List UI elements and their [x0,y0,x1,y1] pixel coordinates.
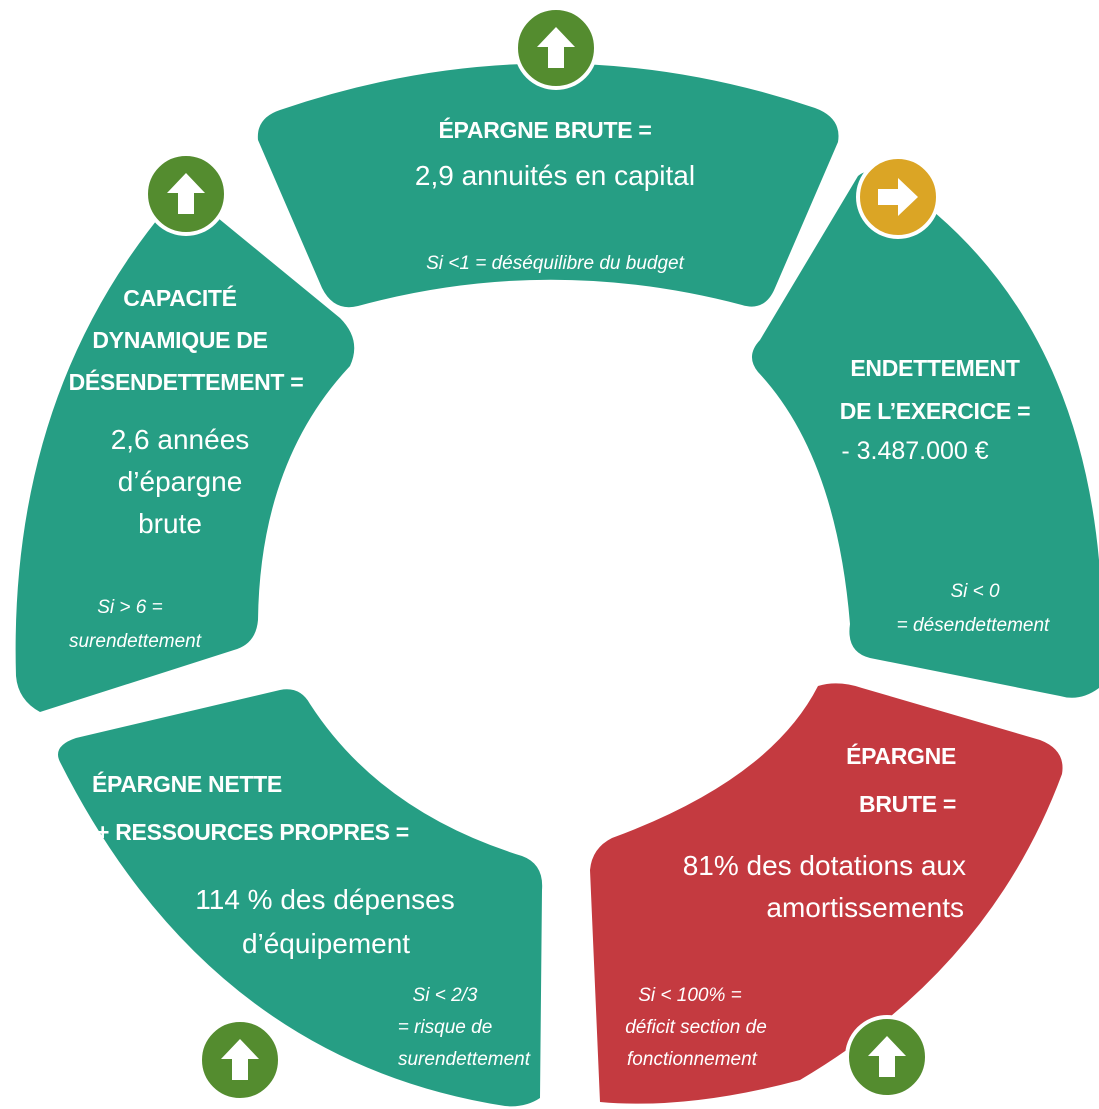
right-indicator-badge [856,155,940,239]
left-label-line1: CAPACITÉ [123,285,237,311]
bottom-left-note-line1: Si < 2/3 [412,985,478,1006]
bottom-left-note-line3: surendettement [397,1049,531,1070]
bottom-left-value-line2: d’équipement [241,928,411,959]
left-label-line2: DYNAMIQUE DE [92,327,268,353]
right-label-line1: ENDETTEMENT [850,355,1020,381]
left-label-line3: DÉSENDETTEMENT = [68,369,304,395]
segment-top [257,63,839,308]
bottom-right-note-line1: Si < 100% = [638,985,742,1006]
arrow-up-icon [167,173,205,214]
right-label-line2: DE L’EXERCICE = [839,398,1031,424]
bottom-right-indicator-badge [845,1015,929,1099]
bottom-left-value-line1: 114 % des dépenses [195,884,455,915]
segment-right [751,171,1099,698]
bottom-left-indicator-badge [198,1018,282,1102]
bottom-left-note-line2: = risque de [397,1017,493,1038]
bottom-left-label-line2: + RESSOURCES PROPRES = [96,819,409,845]
bottom-right-label-line2: BRUTE = [859,791,956,817]
segment-bottom-right [590,683,1063,1104]
top-value: 2,9 annuités en capital [414,160,696,191]
bottom-right-value-line1: 81% des dotations aux [682,850,966,881]
arrow-up-icon [537,27,575,68]
segment-bottom-left [58,689,543,1107]
left-value-line3: brute [138,508,202,539]
left-note-line1: Si > 6 = [97,597,163,618]
top-note: Si <1 = déséquilibre du budget [426,253,684,274]
left-value-line2: d’épargne [117,466,243,497]
arrow-right-icon [878,178,918,216]
top-label: ÉPARGNE BRUTE = [438,117,652,143]
right-note-line2: = désendettement [896,615,1050,636]
right-note-line1: Si < 0 [950,581,1000,602]
segment-left [15,199,355,713]
left-value-line1: 2,6 années [110,424,250,455]
bottom-right-value-line2: amortissements [766,892,964,923]
top-indicator-badge [514,6,598,90]
bottom-left-label-line1: ÉPARGNE NETTE [92,771,282,797]
left-indicator-badge [144,152,228,236]
bottom-right-note-line3: fonctionnement [627,1049,757,1070]
left-note-line2: surendettement [68,631,202,652]
arrow-up-icon [221,1039,259,1080]
right-value: - 3.487.000 € [841,437,989,465]
bottom-right-label-line1: ÉPARGNE [846,743,956,769]
arrow-up-icon [868,1036,906,1077]
bottom-right-note-line2: déficit section de [625,1017,767,1038]
